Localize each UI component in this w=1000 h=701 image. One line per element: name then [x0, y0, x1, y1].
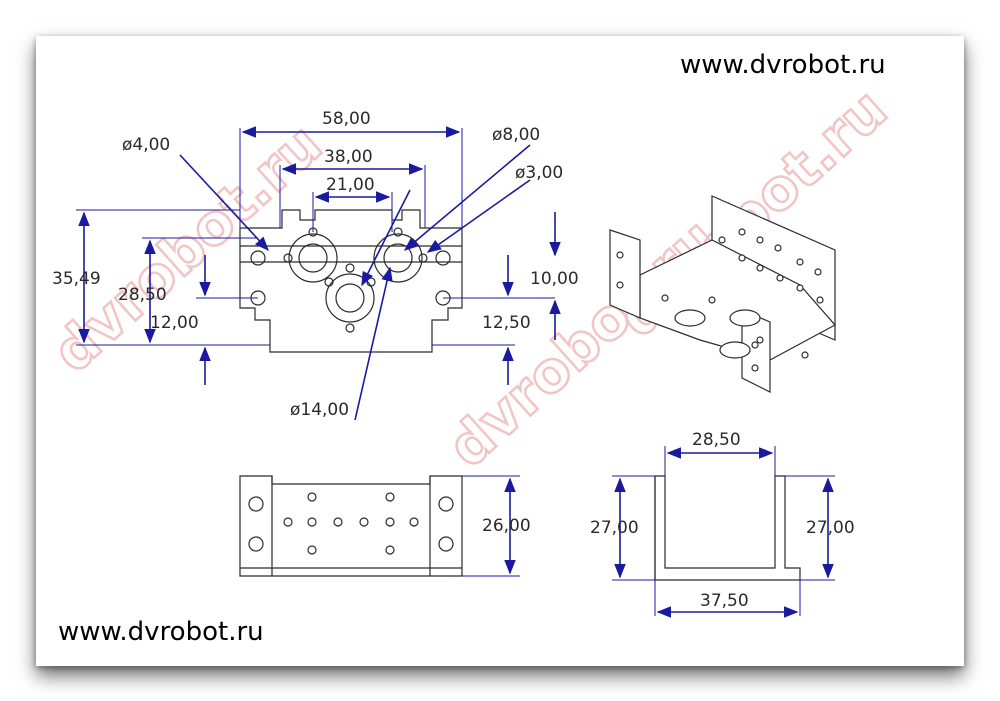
- side-view-dimensions: [612, 446, 835, 618]
- top-view-labels: 58,00 38,00 21,00 ø4,00 ø8,00 ø3,00 ø14,…: [52, 109, 579, 420]
- top-view-part: [239, 209, 463, 353]
- side-view-part: [654, 475, 801, 581]
- site-url-bottom: www.dvrobot.ru: [58, 617, 264, 647]
- dim-width-inner: 38,00: [324, 147, 373, 167]
- dim-front-height: 26,00: [482, 516, 531, 536]
- dim-side-height-left: 27,00: [590, 518, 639, 538]
- dim-offset-hole: 10,00: [530, 269, 579, 289]
- dim-width-center: 21,00: [326, 175, 375, 195]
- dim-height-mid: 28,50: [118, 285, 167, 305]
- dim-width-overall: 58,00: [322, 109, 371, 129]
- dim-offset-right: 12,50: [482, 313, 531, 333]
- drawing-sheet: [36, 36, 964, 666]
- dim-side-height-right: 27,00: [806, 518, 855, 538]
- dim-hole-mid: ø8,00: [492, 125, 540, 145]
- dim-height-overall: 35,49: [52, 269, 101, 289]
- dim-hole-tiny: ø3,00: [515, 163, 563, 183]
- top-view-dimensions: [76, 126, 561, 421]
- dim-side-inner-width: 28,50: [692, 430, 741, 450]
- isometric-part: [609, 195, 836, 393]
- dim-hole-small: ø4,00: [122, 135, 170, 155]
- dim-offset-left: 12,00: [150, 313, 199, 333]
- dim-hole-large: ø14,00: [290, 400, 349, 420]
- side-view-labels: 28,50 37,50 27,00 27,00: [590, 430, 855, 611]
- dim-side-outer-width: 37,50: [700, 591, 749, 611]
- front-view-part: [239, 475, 463, 577]
- site-url-top: www.dvrobot.ru: [680, 50, 886, 80]
- front-view-dimensions: [462, 475, 520, 577]
